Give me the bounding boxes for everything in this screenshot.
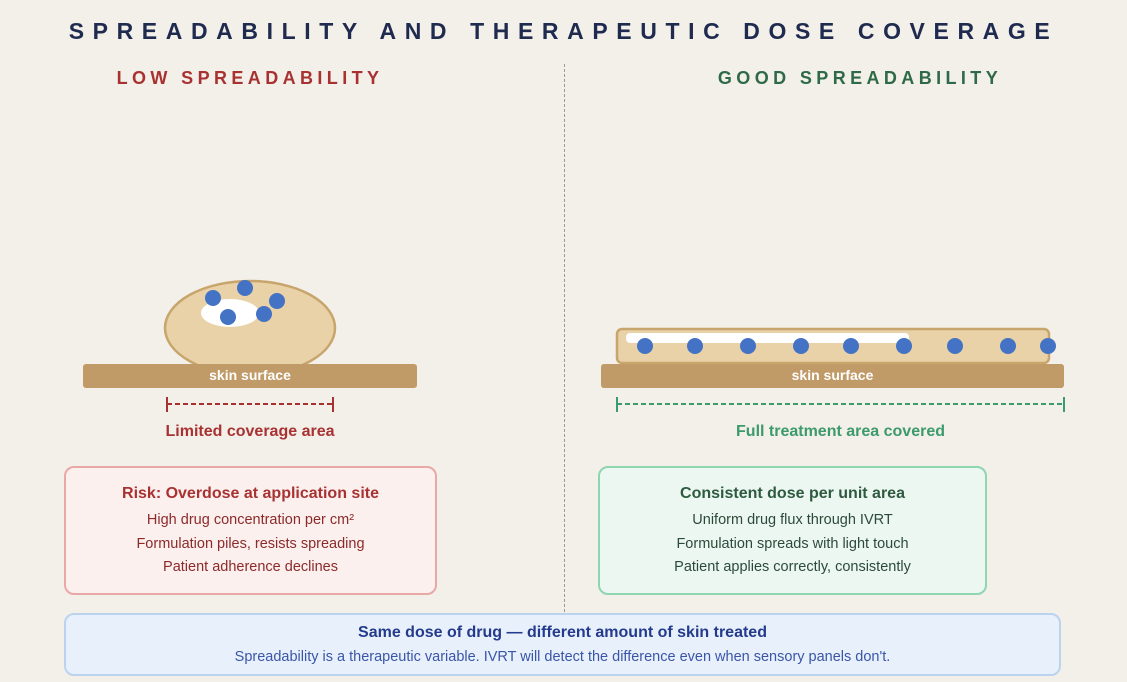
risk-info-box: Risk: Overdose at application site High … — [64, 466, 437, 595]
limited-coverage-bracket — [166, 397, 334, 412]
drug-particle — [947, 338, 963, 354]
film-highlight — [626, 333, 909, 343]
consistent-box-title: Consistent dose per unit area — [680, 485, 905, 502]
good-spreadability-heading: GOOD SPREADABILITY — [717, 68, 1003, 88]
drug-particle — [896, 338, 912, 354]
consistent-box-line: Formulation spreads with light touch — [676, 535, 909, 552]
drug-particle — [687, 338, 703, 354]
drug-particle — [843, 338, 859, 354]
risk-box-title: Risk: Overdose at application site — [122, 485, 379, 502]
skin-surface-left — [83, 364, 417, 388]
full-coverage-bracket — [616, 397, 1065, 412]
full-coverage-label: Full treatment area covered — [736, 423, 945, 440]
consistent-box-line: Uniform drug flux through IVRT — [692, 512, 893, 528]
skin-surface-label-right: skin surface — [791, 367, 874, 383]
drug-particle — [269, 293, 285, 309]
skin-surface-right — [601, 364, 1064, 388]
panel-divider — [564, 64, 565, 612]
risk-box-line: Patient adherence declines — [163, 559, 338, 575]
page-title: SPREADABILITY AND THERAPEUTIC DOSE COVER… — [68, 18, 1059, 44]
drug-particle — [740, 338, 756, 354]
risk-box-line: High drug concentration per cm² — [146, 512, 355, 528]
summary-banner: Same dose of drug — different amount of … — [64, 613, 1061, 676]
summary-title: Same dose of drug — different amount of … — [358, 624, 767, 641]
limited-coverage-label: Limited coverage area — [165, 423, 335, 440]
low-spreadability-heading: LOW SPREADABILITY — [116, 68, 384, 88]
drug-particle — [1000, 338, 1016, 354]
drug-particle — [205, 290, 221, 306]
formulation-mound — [163, 279, 337, 377]
drug-particle — [1040, 338, 1056, 354]
drug-particle — [637, 338, 653, 354]
drug-particle — [237, 280, 253, 296]
drug-particle — [256, 306, 272, 322]
consistent-dose-info-box: Consistent dose per unit area Uniform dr… — [598, 466, 987, 595]
risk-box-line: Formulation piles, resists spreading — [136, 535, 365, 552]
summary-text: Spreadability is a therapeutic variable.… — [234, 649, 891, 665]
drug-particle — [220, 309, 236, 325]
skin-surface-label-left: skin surface — [209, 367, 291, 383]
consistent-box-line: Patient applies correctly, consistently — [674, 559, 911, 575]
drug-particle — [793, 338, 809, 354]
